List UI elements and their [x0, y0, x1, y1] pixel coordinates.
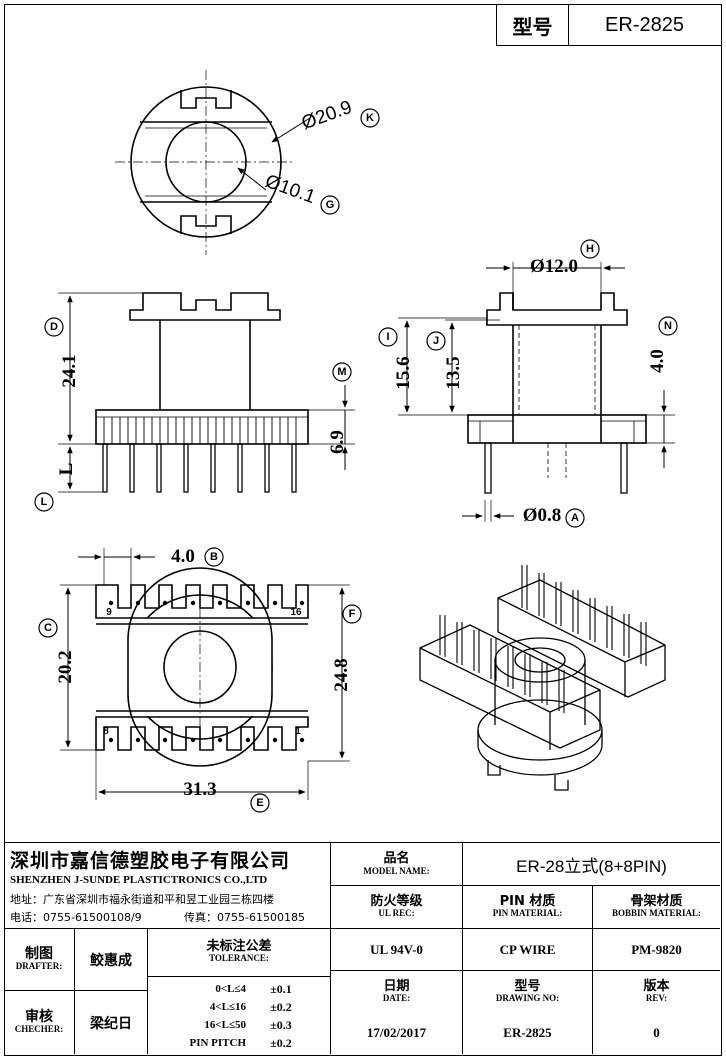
- tolerance-label: 未标注公差 TOLERANCE:: [148, 930, 330, 974]
- dim-g-tag: G: [325, 199, 335, 211]
- tolerance-value: ±0.2: [270, 999, 292, 1014]
- dim-i-value: 15.6: [393, 356, 414, 390]
- dim-n-tag: N: [664, 320, 672, 332]
- dim-e-value: 31.3: [183, 779, 217, 800]
- checker-value: 梁纪日: [90, 1015, 132, 1032]
- dim-a-value: Ø0.8: [522, 505, 562, 526]
- company-phone: 电话：0755-61500108/9: [10, 911, 142, 924]
- model-name-value: ER-28立式(8+8PIN): [516, 856, 667, 876]
- technical-drawing: [34, 70, 678, 813]
- drawing-no-value: ER-2825: [503, 1025, 552, 1040]
- tolerance-value: ±0.2: [270, 1035, 292, 1050]
- sheet-border: [4, 4, 722, 1056]
- rev-label: 版本 REV:: [593, 971, 720, 1013]
- pin-label-16: 16: [290, 606, 302, 618]
- bobbin-material-label-cn: 骨架材质: [630, 893, 683, 909]
- tolerance-range: 0<L≤4: [215, 983, 246, 995]
- checker-label-en: CHECHER:: [14, 1024, 64, 1035]
- dim-f-tag: F: [348, 608, 356, 620]
- pin-material-label-en: PIN MATERIAL:: [492, 908, 563, 919]
- header-box: [496, 4, 721, 46]
- isometric-view: [419, 565, 666, 791]
- drawing-no-label: 型号 DRAWING NO:: [463, 971, 592, 1013]
- dim-h-value: Ø12.0: [529, 256, 579, 277]
- pin-material-label: PIN 材质 PIN MATERIAL:: [463, 886, 592, 928]
- dim-f-value: 24.8: [331, 658, 352, 692]
- dim-d-tag: D: [50, 321, 58, 333]
- dim-c-value: 20.2: [55, 650, 76, 684]
- rev-label-en: REV:: [645, 993, 668, 1004]
- tolerance-row: 16<L≤50 ±0.3: [148, 1016, 330, 1034]
- dim-a-tag: A: [571, 512, 579, 524]
- bobbin-material-value: PM-9820: [631, 941, 682, 957]
- header-type-label: 型号: [512, 14, 553, 39]
- ul-rec-label: 防火等级 UL REC:: [331, 886, 462, 928]
- pin-label-9: 9: [106, 606, 112, 618]
- tolerance-value: ±0.1: [270, 981, 292, 996]
- tolerance-row: 4<L≤16 ±0.2: [148, 998, 330, 1016]
- dim-m-tag: M: [337, 366, 347, 378]
- drafter-value: 鲛惠成: [90, 952, 132, 969]
- tolerance-row: 0<L≤4 ±0.1: [148, 980, 330, 998]
- title-block: 深圳市嘉信德塑胶电子有限公司 SHENZHEN J-SUNDE PLASTICT…: [4, 842, 720, 1054]
- drawing-no-label-cn: 型号: [514, 978, 541, 994]
- rev-label-cn: 版本: [643, 978, 670, 994]
- tolerance-label-cn: 未标注公差: [206, 938, 272, 954]
- ul-rec-label-en: UL REC:: [378, 908, 415, 919]
- dim-e-tag: E: [256, 797, 264, 809]
- header-type-value: ER-2825: [605, 13, 684, 36]
- company-name-cn: 深圳市嘉信德塑胶电子有限公司: [10, 849, 291, 872]
- rev-value: 0: [653, 1025, 660, 1040]
- dim-i-tag: I: [386, 331, 390, 343]
- tolerance-range: 16<L≤50: [204, 1019, 246, 1031]
- bobbin-material-label: 骨架材质 BOBBIN MATERIAL:: [593, 886, 720, 928]
- date-label: 日期 DATE:: [331, 971, 462, 1013]
- pin-material-label-cn: PIN 材质: [499, 893, 556, 909]
- drafter-label-en: DRAFTER:: [15, 961, 63, 972]
- top-view: [115, 70, 380, 255]
- dim-l-tag: L: [40, 496, 48, 508]
- company-name-en: SHENZHEN J-SUNDE PLASTICTRONICS CO.,LTD: [10, 874, 268, 886]
- dim-h-tag: H: [586, 243, 594, 255]
- date-label-en: DATE:: [382, 993, 411, 1004]
- dim-d-value: 24.1: [59, 354, 80, 388]
- drawing-no-label-en: DRAWING NO:: [495, 993, 560, 1004]
- dim-j-value: 13.5: [443, 356, 464, 390]
- date-value: 17/02/2017: [366, 1025, 427, 1040]
- tolerance-range: 4<L≤16: [209, 1001, 246, 1013]
- drafter-label-cn: 制图: [25, 945, 53, 962]
- front-view: [34, 292, 355, 512]
- pin-material-value: CP WIRE: [499, 941, 556, 957]
- bobbin-material-label-en: BOBBIN MATERIAL:: [611, 908, 702, 919]
- checker-label: 审核 CHECHER:: [4, 991, 74, 1054]
- pin-label-8: 8: [103, 725, 109, 737]
- dim-b-tag: B: [210, 551, 218, 563]
- model-name-label: 品名 MODEL NAME:: [331, 844, 462, 885]
- dim-k-tag: K: [366, 112, 374, 124]
- side-view: [378, 239, 678, 528]
- date-label-cn: 日期: [383, 978, 410, 994]
- dim-n-value: 4.0: [647, 349, 668, 373]
- dim-l-value: L: [56, 462, 77, 476]
- tolerance-value: ±0.3: [270, 1017, 292, 1032]
- ul-rec-value: UL 94V-0: [370, 941, 423, 957]
- model-name-label-cn: 品名: [383, 851, 410, 867]
- checker-label-cn: 审核: [25, 1008, 53, 1025]
- tolerance-row: PIN PITCH ±0.2: [148, 1034, 330, 1052]
- dim-c-tag: C: [44, 622, 52, 634]
- company-address: 地址：广东省深圳市福永街道和平和昱工业园三栋四楼: [10, 893, 274, 906]
- tolerance-label-en: TOLERANCE:: [209, 953, 269, 964]
- tolerance-table: 0<L≤4 ±0.1 4<L≤16 ±0.2 16<L≤50 ±0.3 PIN …: [148, 980, 330, 1052]
- drafter-label: 制图 DRAFTER:: [4, 929, 74, 990]
- bottom-view: [38, 547, 362, 813]
- dim-j-tag: J: [432, 335, 440, 347]
- model-name-label-en: MODEL NAME:: [363, 865, 430, 876]
- pin-label-1: 1: [295, 725, 301, 737]
- dim-m-value: 6.9: [327, 430, 348, 454]
- tolerance-range: PIN PITCH: [189, 1037, 246, 1049]
- ul-rec-label-cn: 防火等级: [370, 893, 423, 909]
- company-fax: 传真：0755-61500185: [184, 911, 305, 924]
- dim-b-value: 4.0: [171, 546, 195, 567]
